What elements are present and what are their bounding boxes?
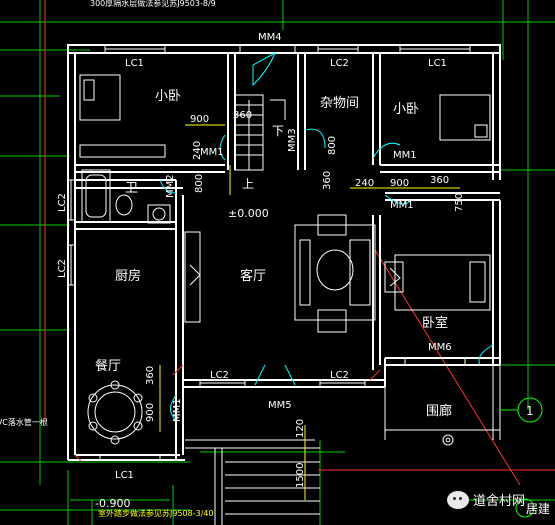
dim-360-b: 360 (430, 175, 449, 186)
top-note: 300厚隔水层做法参见苏J9503-8/9 (90, 0, 216, 8)
windows (67, 44, 471, 461)
room-woshi: 卧室 (422, 315, 448, 331)
label-lc1-a: LC1 (125, 58, 144, 69)
label-mm2: MM2 (165, 174, 176, 198)
wechat-icon (446, 490, 469, 509)
dim-360-a: 360 (233, 110, 252, 121)
watermark-text: 道舍村网 (472, 494, 525, 509)
label-mm4: MM4 (258, 32, 282, 43)
stairs (234, 94, 286, 171)
dim-360-d: 360 (145, 366, 156, 385)
room-zawu: 杂物间 (320, 96, 359, 111)
side-note: PVC落水管一根 (0, 417, 48, 427)
room-keting: 客厅 (240, 268, 266, 284)
label-lc2-top: LC2 (330, 58, 349, 69)
label-elev: ±0.000 (228, 207, 269, 220)
label-elev-low: -0.900 (95, 497, 130, 510)
label-shang: 上 (242, 177, 254, 191)
label-mm5: MM5 (268, 400, 292, 411)
label-lc1-b: LC1 (428, 58, 447, 69)
label-mm1-b: MM1 (393, 150, 417, 161)
label-mm1-d: MM1 (172, 398, 183, 422)
room-xiaowo-left: 小卧 (155, 89, 181, 104)
label-lc1-bot: LC1 (115, 470, 134, 481)
wall-hatch (74, 364, 381, 463)
dim-750: 750 (454, 193, 465, 212)
door-swings (159, 52, 494, 421)
furniture (79, 74, 491, 446)
label-mm1-c: MM1 (390, 200, 414, 211)
dim-900-c: 900 (145, 403, 156, 422)
component-labels: MM4 LC1 LC2 LC1 MM1 MM1 MM1 LC2 LC2 MM6 … (57, 32, 452, 510)
dim-240-b: 240 (355, 178, 374, 189)
label-mm1-a: MM1 (200, 147, 224, 158)
room-wei: 卫 (125, 181, 138, 196)
dim-900-b: 900 (390, 178, 409, 189)
label-lc2-l2: LC2 (57, 259, 68, 278)
label-mm6: MM6 (428, 342, 452, 353)
dim-800-b: 800 (194, 174, 205, 193)
dim-120: 120 (295, 419, 306, 438)
axis-label: 1 (526, 404, 534, 418)
dim-360-c: 360 (322, 171, 333, 190)
room-canting: 餐厅 (95, 358, 121, 374)
watermark: 道舍村网 (446, 490, 525, 509)
corner-text: 居建 (526, 502, 550, 516)
bottom-note: 室外踏步做法参见苏J9508-3/40 (98, 508, 214, 518)
dimension-ticks (159, 124, 460, 500)
axis-marker (500, 397, 543, 423)
label-xia: 下 (272, 124, 284, 138)
outdoor-steps (185, 365, 501, 525)
leader-lines (44, 0, 555, 486)
label-lc2-l1: LC2 (57, 193, 68, 212)
room-xiaowo-right: 小卧 (393, 102, 419, 117)
dim-800-a: 800 (327, 136, 338, 155)
notes: 300厚隔水层做法参见苏J9503-8/9 PVC落水管一根 室外踏步做法参见苏… (0, 0, 550, 518)
dim-240-a: 240 (192, 141, 203, 160)
room-labels: 小卧 杂物间 小卧 卫 厨房 客厅 卧室 餐厅 围廊 (95, 89, 452, 419)
room-weilang: 围廊 (426, 403, 452, 419)
axis-marker-bottom (515, 498, 535, 518)
label-lc2-b1: LC2 (210, 370, 229, 381)
label-mm3: MM3 (287, 128, 298, 152)
dim-1500: 1500 (295, 463, 306, 488)
dim-900-a: 900 (190, 114, 209, 125)
label-lc2-b2: LC2 (330, 370, 349, 381)
room-chufang: 厨房 (115, 268, 141, 284)
dimension-labels: 900 360 360 240 900 360 750 240 800 800 … (145, 110, 465, 488)
